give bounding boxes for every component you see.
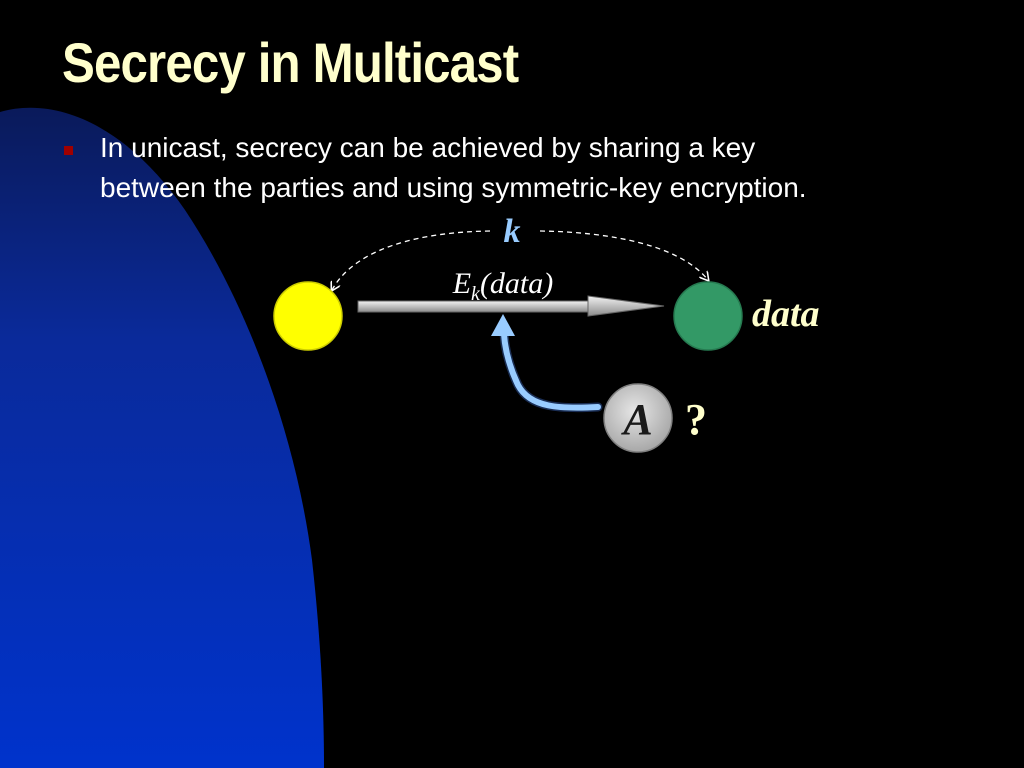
bullet-text: In unicast, secrecy can be achieved by s…: [100, 128, 980, 208]
key-label: k: [504, 213, 521, 250]
attacker-node: [603, 383, 673, 453]
key-arc-right: [539, 230, 708, 280]
encryption-function-symbol: E: [452, 267, 471, 300]
sender-node: [273, 281, 343, 351]
bullet-line-2: between the parties and using symmetric-…: [100, 172, 807, 203]
bullet-marker: [64, 146, 73, 155]
message-arrow: [357, 295, 665, 317]
receiver-node: [673, 281, 743, 351]
encryption-key-subscript: k: [471, 283, 481, 305]
encryption-data-argument: (data): [480, 267, 553, 300]
eavesdrop-arrow: [491, 314, 603, 413]
bullet-line-1: In unicast, secrecy can be achieved by s…: [100, 132, 756, 163]
slide-title: Secrecy in Multicast: [62, 31, 519, 94]
attacker-question-mark: ?: [685, 395, 707, 444]
attacker-label: A: [620, 395, 652, 444]
receiver-data-label: data: [752, 293, 820, 335]
encrypted-message-label: Ek(data): [452, 267, 554, 305]
